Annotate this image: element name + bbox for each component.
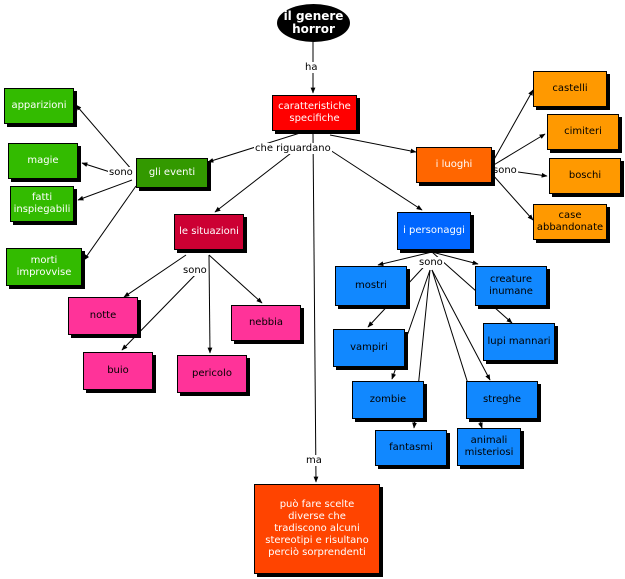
node-scelte-diverse[interactable]: può fare scelte diverse che tradiscono a… <box>254 484 380 574</box>
link-situazioni-pericolo <box>207 254 213 354</box>
link-eventi-fatti <box>77 179 133 201</box>
node-nebbia[interactable]: nebbia <box>231 305 301 341</box>
link-luoghi-cimiteri <box>491 133 546 167</box>
link-label-sono-luoghi: sono <box>492 165 518 176</box>
node-i-personaggi[interactable]: i personaggi <box>397 212 471 250</box>
node-boschi[interactable]: boschi <box>549 158 621 194</box>
node-magie[interactable]: magie <box>8 143 78 179</box>
node-animali-misteriosi[interactable]: animali misteriosi <box>457 428 521 466</box>
node-castelli[interactable]: castelli <box>533 71 607 107</box>
node-caratteristiche-specifiche[interactable]: caratteristiche specifiche <box>272 95 357 131</box>
link-label-sono-eventi: sono <box>108 167 134 178</box>
link-luoghi-castelli <box>491 89 534 164</box>
node-apparizioni[interactable]: apparizioni <box>4 88 74 124</box>
link-personaggi-creature <box>431 251 479 265</box>
node-gli-eventi[interactable]: gli eventi <box>136 158 208 188</box>
root-node[interactable]: il genere horror <box>277 4 350 42</box>
link-situazioni-buio <box>121 269 201 351</box>
node-streghe[interactable]: streghe <box>466 381 538 419</box>
link-luoghi-case <box>491 173 534 221</box>
link-personaggi-streghe <box>431 269 491 381</box>
node-mostri[interactable]: mostri <box>335 266 407 306</box>
node-zombie[interactable]: zombie <box>352 381 424 419</box>
link-caratteristiche-luoghi <box>329 134 417 154</box>
node-fantasmi[interactable]: fantasmi <box>375 430 447 466</box>
node-lupi-mannari[interactable]: lupi mannari <box>483 323 555 361</box>
node-buio[interactable]: buio <box>83 352 153 390</box>
node-creature-inumane[interactable]: creature inumane <box>475 266 547 306</box>
link-eventi-morti <box>83 185 137 261</box>
node-le-situazioni[interactable]: le situazioni <box>174 214 244 250</box>
link-personaggi-lupi <box>431 251 513 324</box>
node-morti-improvvise[interactable]: morti improvvise <box>6 248 82 286</box>
link-eventi-apparizioni <box>75 104 133 171</box>
node-pericolo[interactable]: pericolo <box>177 355 247 393</box>
link-personaggi-mostri <box>377 251 433 267</box>
link-caratteristiche-scelte <box>312 132 319 483</box>
link-luoghi-boschi <box>517 171 548 178</box>
link-caratteristiche-situazioni <box>214 149 296 213</box>
node-cimiteri[interactable]: cimiteri <box>547 114 619 150</box>
link-label-sono-personaggi: sono <box>418 257 444 268</box>
link-label-sono-situazioni: sono <box>182 265 208 276</box>
link-situazioni-nebbia <box>208 254 263 304</box>
node-fatti-inspiegabili[interactable]: fatti inspiegabili <box>10 186 74 222</box>
link-label-ha: ha <box>304 62 319 73</box>
node-vampiri[interactable]: vampiri <box>333 329 405 367</box>
link-situazioni-notte <box>123 254 187 298</box>
link-label-che-riguardano: che riguardano <box>254 143 332 154</box>
node-notte[interactable]: notte <box>68 297 138 335</box>
link-eventi-magie <box>81 162 111 173</box>
node-i-luoghi[interactable]: i luoghi <box>416 147 492 183</box>
link-caratteristiche-personaggi <box>329 149 423 211</box>
node-case-abbandonate[interactable]: case abbandonate <box>533 204 607 240</box>
link-label-ma: ma <box>305 455 323 466</box>
